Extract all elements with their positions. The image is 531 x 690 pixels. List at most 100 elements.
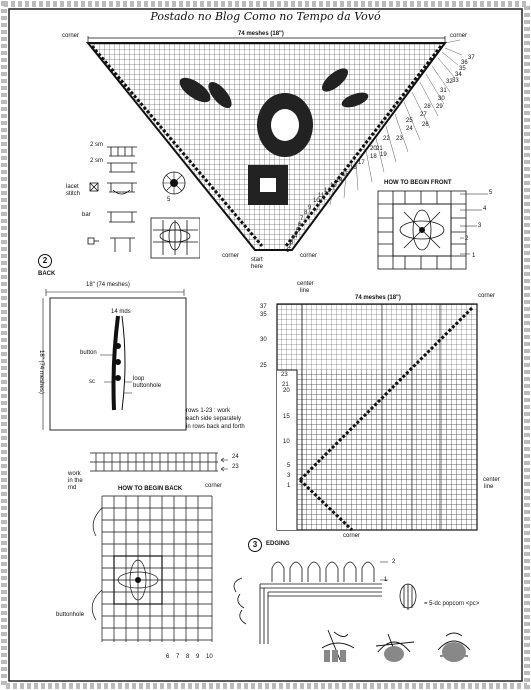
row-number: 21 — [376, 146, 383, 152]
edging-title: EDGING — [266, 541, 290, 547]
buttonhole-label: buttonhole — [56, 612, 85, 618]
row-number: 23 — [396, 136, 403, 142]
row-number: 22 — [383, 136, 390, 142]
back-chart-corner: corner — [478, 293, 496, 299]
row-number: 27 — [420, 112, 427, 118]
row-number: 15 — [283, 414, 290, 420]
bottom-number: 8 — [186, 654, 190, 660]
popcorn-label: = 5-dc popcorn <pc> — [424, 601, 480, 607]
row-marker-24: 24 — [232, 454, 239, 460]
row-number: 4 — [294, 234, 298, 240]
edging-diagram — [233, 561, 388, 644]
start-here-label-1: start — [251, 257, 263, 263]
legend-digit: 5 — [167, 197, 171, 203]
back-chart-corner-bottom: corner — [343, 533, 361, 539]
bottom-number: 10 — [206, 654, 213, 660]
row-number: 13 — [330, 183, 337, 189]
row-number: 29 — [436, 104, 443, 110]
front-row-3: 3 — [478, 223, 482, 229]
row-number: 25 — [406, 118, 413, 124]
back-begin-corner: corner — [205, 483, 223, 489]
center-line-top-2: line — [300, 288, 310, 294]
row-number: 1 — [287, 483, 291, 489]
row-number: 3 — [290, 240, 294, 246]
row-number: 28 — [424, 104, 431, 110]
row-number: 1 — [286, 248, 290, 254]
rows-note-1: rows 1-23 : work — [186, 408, 231, 414]
row-number: 25 — [260, 363, 267, 369]
row-number: 11 — [318, 193, 325, 199]
front-row-2: 2 — [465, 236, 469, 242]
row-number: 21 — [282, 382, 289, 388]
row-number: 9 — [308, 205, 312, 211]
back-chart-grid — [276, 303, 478, 532]
center-line-top-1: center — [297, 281, 314, 287]
section-2-number: 2 — [38, 254, 52, 268]
rows-note-3: in rows back and forth — [186, 424, 245, 430]
back-rows-24-23 — [90, 452, 228, 472]
bottom-number: 9 — [196, 654, 200, 660]
center-line-right-1: center — [483, 477, 500, 483]
row-number: 5 — [287, 463, 291, 469]
bottom-number: 6 — [166, 654, 170, 660]
row-number: 37 — [260, 304, 267, 310]
start-here-label-2: here — [251, 264, 264, 270]
back-begin-title: HOW TO BEGIN BACK — [118, 486, 183, 492]
row-number: 17 — [358, 160, 365, 166]
row-number: 5 — [296, 228, 300, 234]
row-marker-23: 23 — [232, 464, 239, 470]
back-begin-motif — [91, 495, 213, 642]
legend-symbols — [87, 146, 200, 259]
row-number: 6 — [298, 222, 302, 228]
row-number: 2 — [288, 244, 292, 250]
row-number: 14 — [336, 178, 343, 184]
front-title: HOW TO BEGIN FRONT — [384, 180, 452, 186]
shawl-corner-right: corner — [450, 33, 468, 39]
row-number: 16 — [350, 165, 357, 171]
shawl-width-label: 74 meshes (18") — [238, 31, 284, 37]
shawl-corner-bottom: corner — [222, 253, 240, 259]
front-row-4: 4 — [483, 206, 487, 212]
bottom-number: 7 — [176, 654, 180, 660]
section-3-number: 3 — [248, 538, 262, 552]
back-loop-label: loop buttonhole — [133, 376, 162, 389]
legend-2sm-a: 2 sm — [90, 142, 104, 148]
row-number: 7 — [300, 216, 304, 222]
back-button-label: button — [80, 350, 97, 356]
row-number: 19 — [380, 152, 387, 158]
row-number: 30 — [438, 96, 445, 102]
row-number: 31 — [440, 88, 447, 94]
row-number: 10 — [313, 198, 320, 204]
row-number: 36 — [461, 60, 468, 66]
row-number: 37 — [468, 55, 475, 61]
row-number: 33 — [452, 78, 459, 84]
work-md-2: in the — [68, 478, 83, 484]
row-number: 23 — [281, 372, 288, 378]
row-number: 12 — [324, 188, 331, 194]
edging-steps-illustration — [321, 629, 471, 662]
back-sc-label: sc — [89, 379, 95, 385]
legend-2sm-b: 2 sm — [90, 158, 104, 164]
row-number: 34 — [455, 72, 462, 78]
popcorn-icon — [399, 583, 417, 610]
edging-row-2: 2 — [392, 559, 396, 565]
row-number: 26 — [422, 122, 429, 128]
front-row-1: 1 — [472, 253, 476, 259]
front-row-5: 5 — [489, 190, 493, 196]
front-motif — [377, 190, 467, 270]
row-number: 35 — [260, 312, 267, 318]
back-mds-label: 14 mds — [111, 309, 131, 315]
row-number: 32 — [446, 79, 453, 85]
row-number: 8 — [304, 210, 308, 216]
work-md-1: work — [68, 471, 81, 477]
row-number: 18 — [370, 154, 377, 160]
row-number: 20 — [283, 388, 290, 394]
back-chart-width: 74 meshes (18") — [355, 295, 401, 301]
row-number: 20 — [370, 146, 377, 152]
back-label: BACK — [38, 271, 56, 277]
legend-bar: bar — [82, 212, 91, 218]
center-line-right-2: line — [484, 484, 494, 490]
edging-row-1: 1 — [384, 577, 388, 583]
back-width-label: 18" (74 meshes) — [86, 282, 130, 288]
